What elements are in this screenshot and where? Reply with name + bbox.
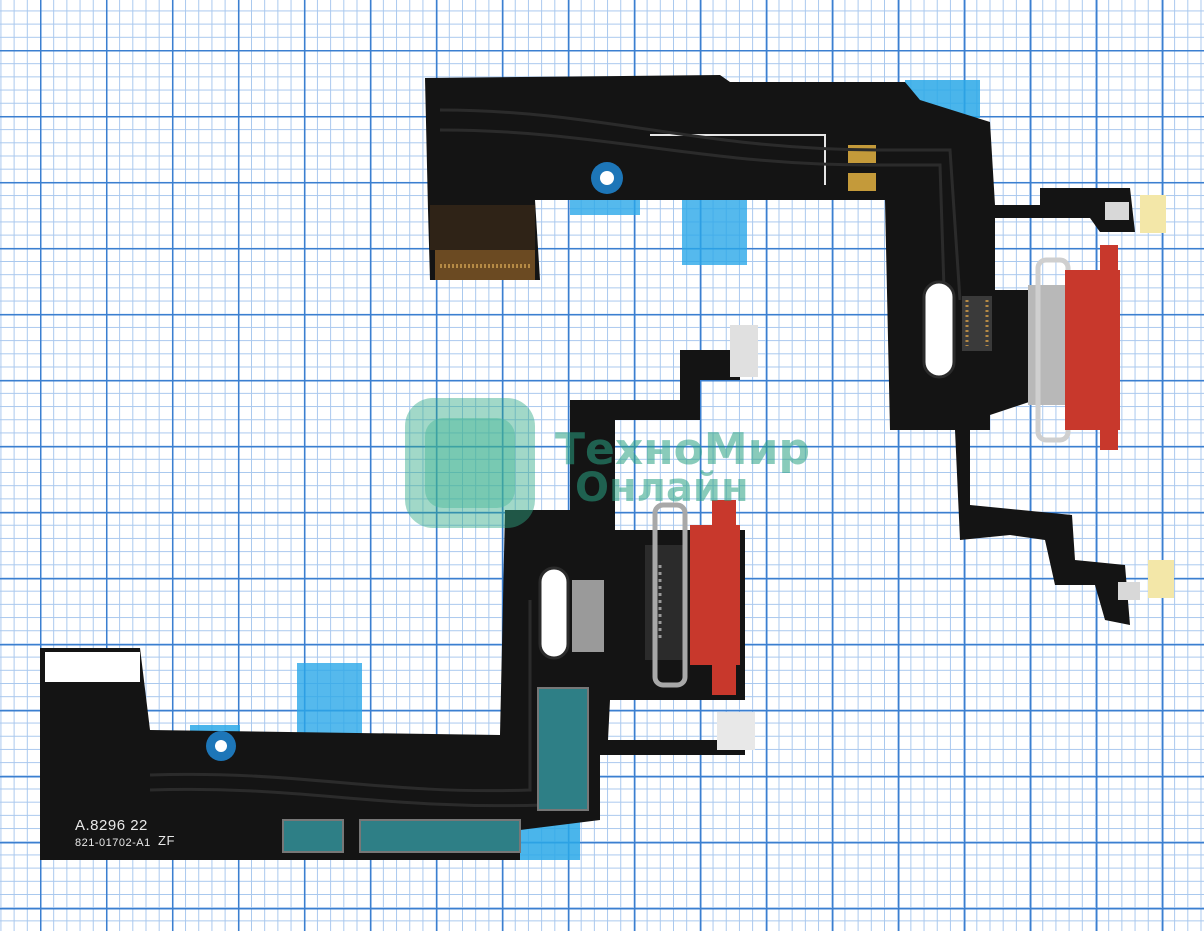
stiffener-vertical — [537, 687, 589, 811]
bottom-slot — [538, 566, 570, 660]
bottom-port-metal — [645, 545, 685, 660]
stiffener-right — [359, 819, 521, 853]
bottom-flex-cable — [40, 325, 758, 860]
stiffener-left — [282, 819, 344, 853]
watermark-line-1: ТехноМир — [555, 424, 810, 475]
bottom-blue-tab-1 — [297, 663, 362, 735]
top-cable-body — [425, 75, 1135, 625]
gold-pad-2 — [848, 173, 876, 191]
top-small-connector — [962, 296, 992, 351]
watermark-logo-square — [405, 398, 535, 528]
pcb-model-code: A.8296 22 — [75, 817, 148, 834]
white-sticker — [45, 652, 140, 682]
gold-pad-1 — [848, 145, 876, 163]
bottom-mic-module — [1118, 582, 1140, 600]
silver-shield — [572, 580, 604, 652]
top-port-metal — [1028, 285, 1068, 405]
pcb-part-number: 821-01702-A1 — [75, 837, 151, 849]
top-flex-cable — [425, 75, 1174, 625]
switch-module-bottom — [717, 712, 755, 750]
pcb-suffix: ZF — [158, 833, 175, 848]
top-blue-tab-3 — [682, 200, 747, 265]
top-mic-module — [1105, 202, 1129, 220]
top-slot — [922, 280, 956, 379]
watermark-line-2: Онлайн — [575, 465, 749, 511]
switch-module-top — [730, 325, 758, 377]
